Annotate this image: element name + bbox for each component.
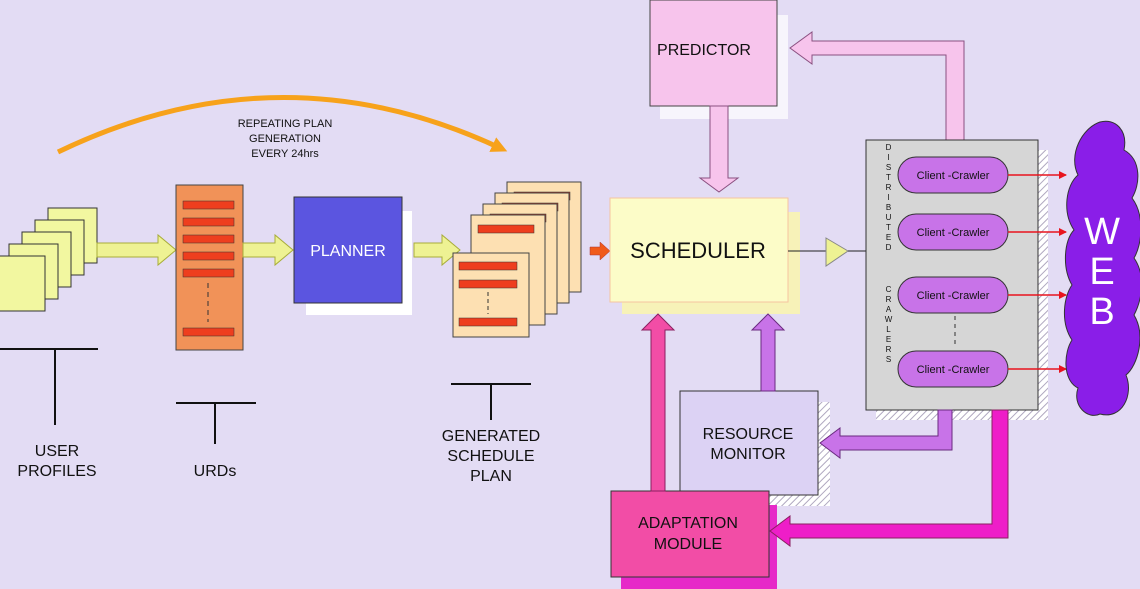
svg-text:L: L [886, 325, 891, 334]
svg-text:R: R [886, 295, 893, 304]
arrow-adaptation-to-scheduler [640, 313, 676, 492]
repeating-arrow [56, 95, 508, 155]
planner-box [293, 196, 403, 304]
arrow-crawlers-to-adaptation [769, 409, 1009, 547]
svg-text:I: I [887, 193, 890, 202]
schedule-plan-label-1: GENERATED [442, 428, 540, 445]
client-crawler-3: Client -Crawler [897, 276, 1009, 314]
adaptation-module-box [610, 490, 770, 578]
web-letter-b: B [1089, 291, 1114, 333]
arrow-crawlers-to-monitor [819, 409, 953, 459]
web-letter-e: E [1089, 251, 1114, 293]
arrow-plan-to-scheduler [589, 241, 611, 261]
svg-text:W: W [885, 315, 894, 324]
schedule-plan-bracket [451, 383, 531, 420]
client-crawler-1: Client -Crawler [897, 156, 1009, 194]
svg-text:A: A [886, 305, 892, 314]
predictor-label: PREDICTOR [657, 42, 751, 59]
adaptation-module-label-1: ADAPTATION [638, 515, 738, 532]
svg-text:T: T [886, 223, 892, 232]
svg-text:EVERY 24hrs: EVERY 24hrs [251, 148, 319, 160]
urds-label: URDs [194, 463, 237, 480]
arrow-urds-to-planner [242, 233, 294, 267]
svg-text:E: E [886, 233, 892, 242]
svg-text:D: D [886, 143, 893, 152]
svg-text:C: C [886, 285, 893, 294]
urds-box [175, 184, 244, 351]
svg-text:Client -Crawler: Client -Crawler [917, 364, 990, 376]
svg-text:Client -Crawler: Client -Crawler [917, 170, 990, 182]
resource-monitor-box [679, 390, 819, 496]
svg-text:D: D [886, 243, 893, 252]
schedule-plan-stack [452, 181, 582, 338]
svg-text:E: E [886, 335, 892, 344]
arrow-crawlers-to-predictor [789, 31, 965, 141]
svg-text:S: S [886, 163, 892, 172]
svg-text:Client -Crawler: Client -Crawler [917, 227, 990, 239]
web-letter-w: W [1084, 211, 1120, 253]
arrow-predictor-to-scheduler [698, 105, 740, 193]
schedule-plan-label-3: PLAN [470, 468, 512, 485]
user-profiles-label-2: PROFILES [17, 463, 96, 480]
svg-text:B: B [886, 203, 892, 212]
svg-text:REPEATING PLAN: REPEATING PLAN [238, 118, 333, 130]
distributed-crawlers-vertical-label: D I S T R I B U T E D C R A W L E R S [885, 143, 894, 364]
svg-text:S: S [886, 355, 892, 364]
user-profiles-label-1: USER [35, 443, 79, 460]
resource-monitor-label-2: MONITOR [710, 446, 785, 463]
svg-text:U: U [886, 213, 893, 222]
svg-text:R: R [886, 345, 893, 354]
svg-text:GENERATION: GENERATION [249, 133, 321, 145]
user-profiles-bracket [0, 348, 98, 425]
svg-text:T: T [886, 173, 892, 182]
svg-text:R: R [886, 183, 893, 192]
svg-text:I: I [887, 153, 890, 162]
planner-label: PLANNER [310, 243, 386, 260]
arrow-monitor-to-scheduler [750, 313, 786, 392]
svg-text:Client -Crawler: Client -Crawler [917, 290, 990, 302]
repeating-label: REPEATING PLAN GENERATION EVERY 24hrs [238, 118, 333, 160]
web-cloud [1064, 120, 1140, 416]
schedule-plan-label-2: SCHEDULE [447, 448, 534, 465]
resource-monitor-label-1: RESOURCE [703, 426, 794, 443]
arrow-scheduler-to-crawlers [825, 237, 849, 267]
adaptation-module-label-2: MODULE [654, 536, 722, 553]
urds-bracket [176, 402, 256, 444]
scheduler-label: SCHEDULER [630, 238, 766, 263]
predictor-box [649, 0, 778, 107]
scheduler-box [609, 197, 789, 303]
client-crawler-2: Client -Crawler [897, 213, 1009, 251]
arrow-profiles-to-urds [96, 233, 177, 267]
client-crawler-4: Client -Crawler [897, 350, 1009, 388]
arrow-planner-to-plan [413, 233, 461, 267]
user-profiles-stack [0, 207, 98, 312]
